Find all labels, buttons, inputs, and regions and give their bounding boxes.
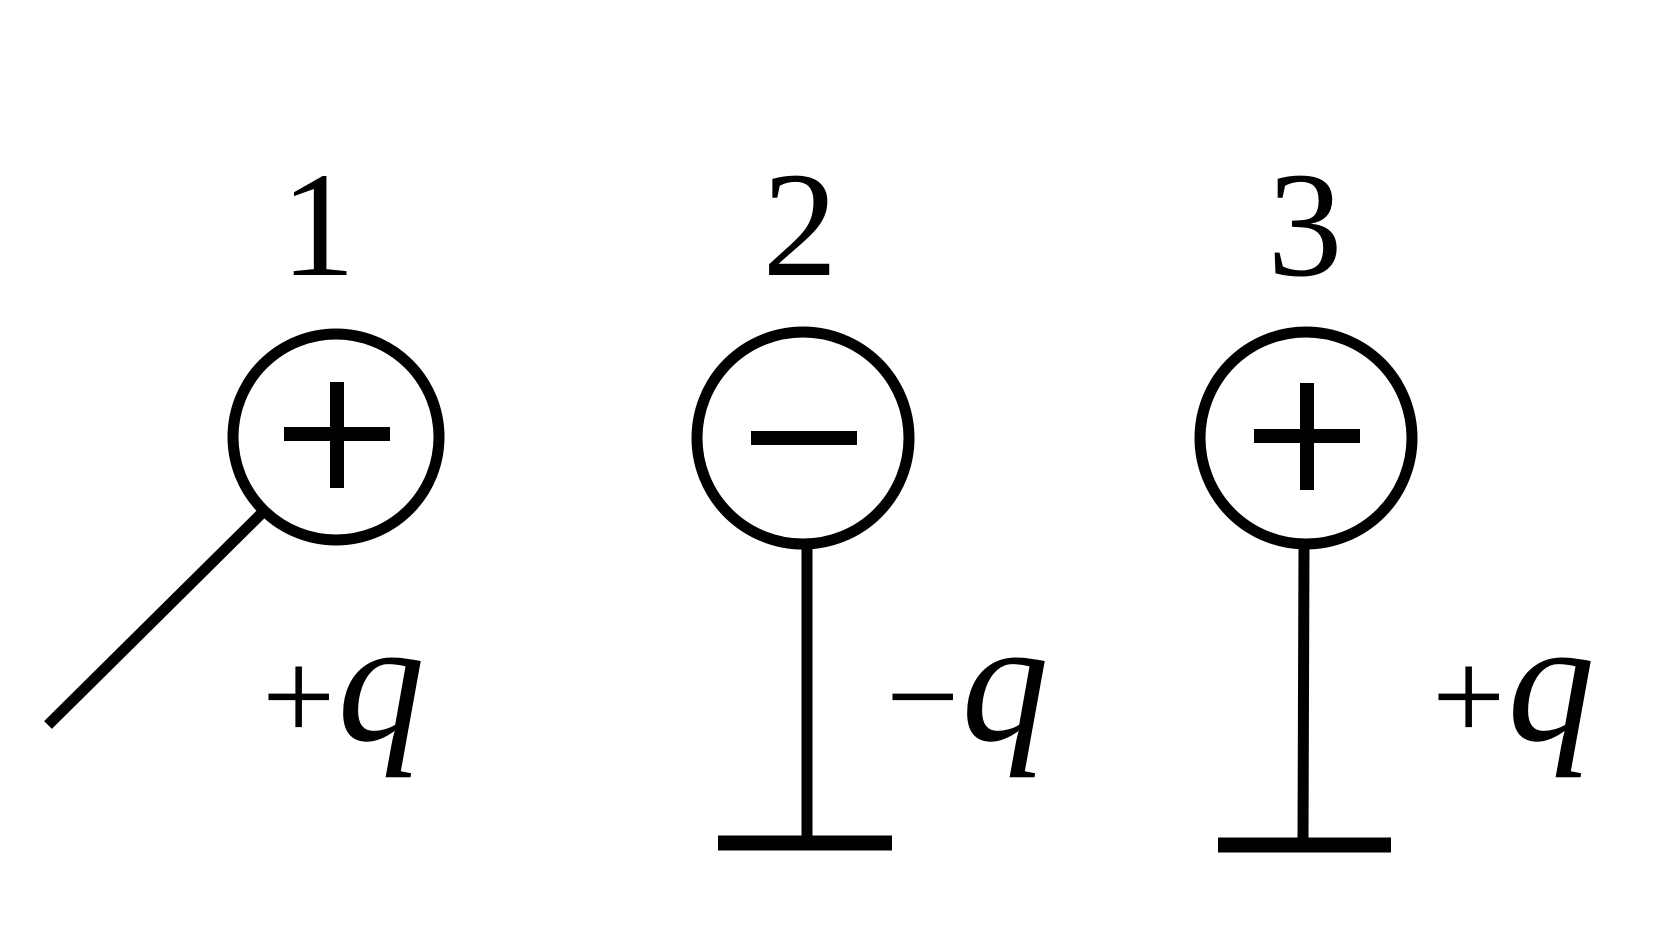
plus-sign-icon xyxy=(284,382,390,488)
sphere-2-charge-sign: − xyxy=(886,625,959,769)
sphere-1-ball xyxy=(227,328,445,546)
sphere-3-charge-symbol: q xyxy=(1507,584,1595,778)
sphere-1-charge-symbol: q xyxy=(337,584,425,778)
sphere-2-charge-label: −q xyxy=(886,584,1049,778)
sphere-1-number: 1 xyxy=(281,142,356,308)
sphere-1-inclined-rod xyxy=(44,509,266,729)
sphere-1-charge-label: +q xyxy=(262,584,425,778)
sphere-3-charge-label: +q xyxy=(1432,584,1595,778)
sphere-3-insulated-stand xyxy=(1218,543,1391,853)
sphere-3-group: 3 +q xyxy=(1194,142,1595,853)
sphere-3-ball xyxy=(1194,326,1418,550)
sphere-3-charge-sign: + xyxy=(1432,625,1505,769)
sphere-2-insulated-stand xyxy=(718,544,892,851)
sphere-2-charge-symbol: q xyxy=(961,584,1049,778)
sphere-2-number: 2 xyxy=(763,142,838,308)
sphere-1-group: 1 +q xyxy=(44,142,445,778)
sphere-1-charge-sign: + xyxy=(262,625,335,769)
plus-sign-icon xyxy=(1254,383,1360,490)
sphere-3-stand-rod xyxy=(1297,543,1310,843)
sphere-3-number: 3 xyxy=(1268,142,1343,308)
sphere-2-group: 2 −q xyxy=(691,142,1049,851)
